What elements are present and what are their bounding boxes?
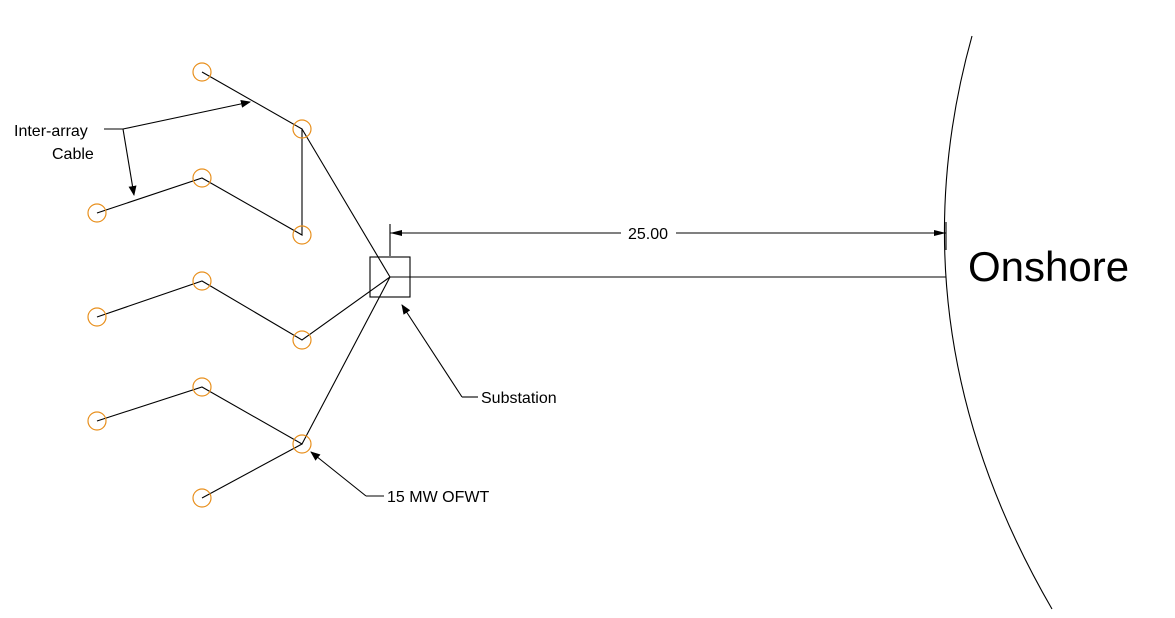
cable-string-2 <box>96 276 391 341</box>
cable-string-3-branch <box>201 443 303 499</box>
cable-string-3 <box>96 276 391 445</box>
turbine-icon <box>192 377 212 397</box>
turbine-callout: 15 MW OFWT <box>310 451 489 506</box>
inter-array-label-line2: Cable <box>52 146 94 163</box>
substation-leader <box>401 304 463 398</box>
turbine-icon <box>192 271 212 291</box>
turbine-icon <box>192 168 212 188</box>
dimension-line: 25.00 <box>389 222 947 256</box>
turbine-icon <box>87 203 107 223</box>
turbine-leader <box>310 451 367 497</box>
turbine-icon <box>292 330 312 350</box>
turbine-icon <box>87 307 107 327</box>
inter-array-label-line1: Inter-array <box>14 123 88 140</box>
dimension-arrow-left-icon <box>390 230 402 236</box>
cable-string-1 <box>96 71 303 236</box>
turbine-icon <box>192 488 212 508</box>
substation-label: Substation <box>481 390 557 407</box>
turbine-label: 15 MW OFWT <box>387 489 489 506</box>
dimension-value: 25.00 <box>628 226 668 243</box>
inter-array-callout: Inter-array Cable <box>14 99 251 196</box>
substation-callout: Substation <box>401 304 557 407</box>
turbine-icon <box>292 225 312 245</box>
turbine-icon <box>192 62 212 82</box>
coastline <box>943 35 1053 610</box>
dimension-arrow-right-icon <box>934 230 946 236</box>
turbine-icon <box>292 434 312 454</box>
turbines <box>87 62 312 508</box>
turbine-icon <box>292 119 312 139</box>
inter-array-leader-2 <box>122 128 137 196</box>
inter-array-cables <box>96 71 391 499</box>
onshore-label: Onshore <box>968 243 1129 290</box>
inter-array-leader-1 <box>122 99 251 130</box>
turbine-icon <box>87 411 107 431</box>
cable-string-1-to-substation <box>301 128 391 278</box>
